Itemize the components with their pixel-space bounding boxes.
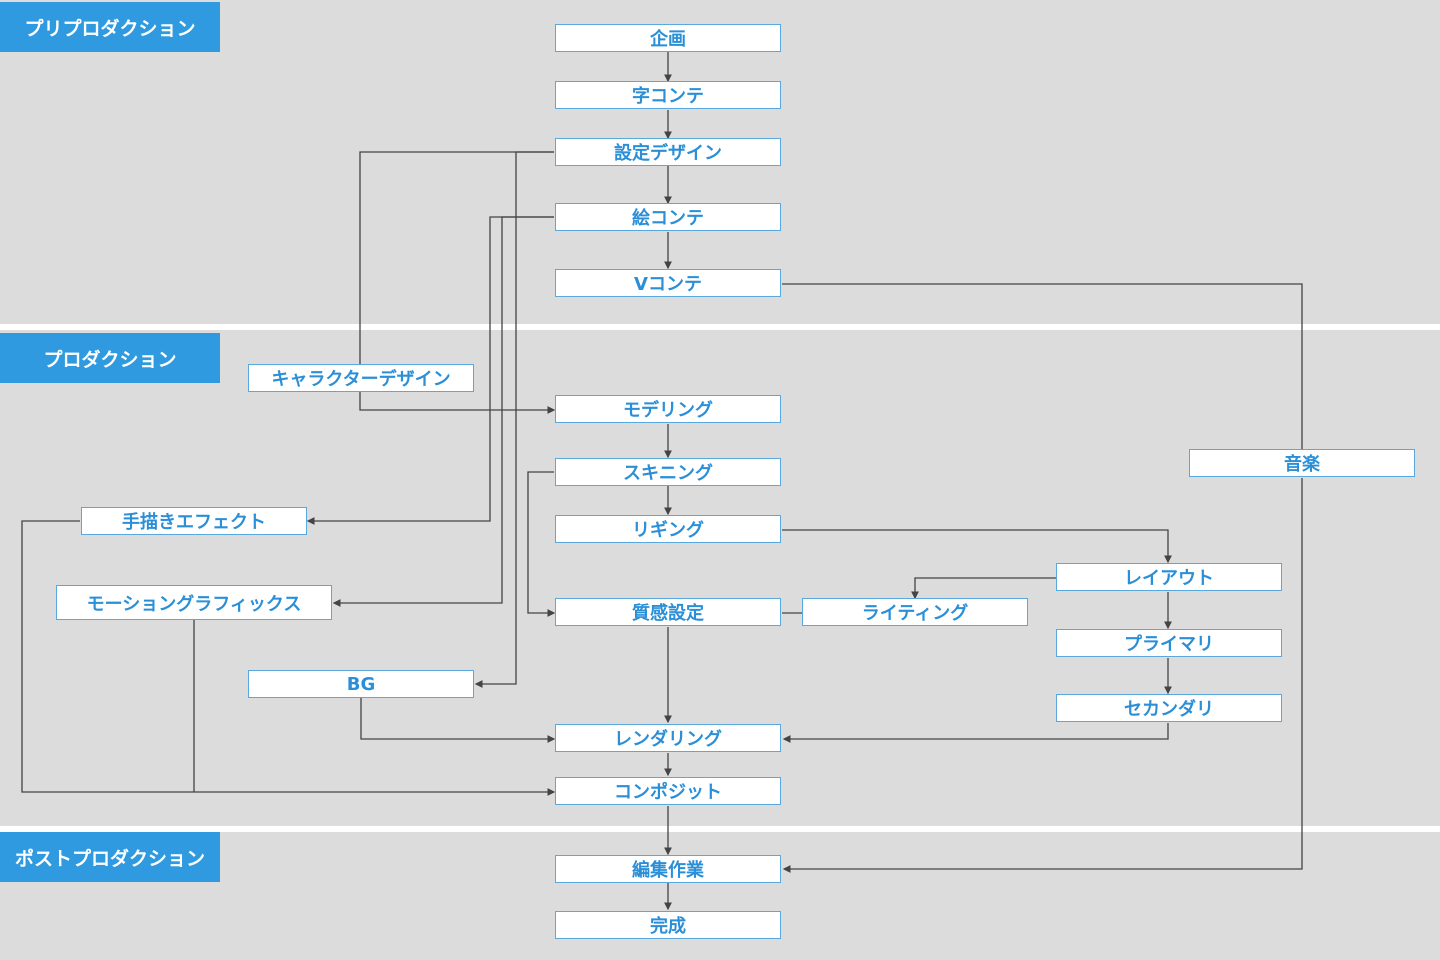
node-primary: プライマリ xyxy=(1056,629,1282,657)
node-vkonte: Vコンテ xyxy=(555,269,781,297)
edge-settei-down xyxy=(474,151,554,688)
node-modeling: モデリング xyxy=(555,395,781,423)
phase-label-preproduction: プリプロダクション xyxy=(0,2,220,52)
node-skinning: スキニング xyxy=(555,458,781,486)
edge-skinning-shitsukan xyxy=(527,471,556,617)
node-composite: コンポジット xyxy=(555,777,781,805)
node-ekonte: 絵コンテ xyxy=(555,203,781,231)
node-lighting: ライティング xyxy=(802,598,1028,626)
edge-bg-rendering xyxy=(360,698,556,743)
node-bg: BG xyxy=(248,670,474,698)
edge-ongaku-henshu xyxy=(782,478,1303,873)
edge-layout-lighting xyxy=(911,577,1056,600)
node-rigging: リギング xyxy=(555,515,781,543)
edge-vkonte-ongaku xyxy=(782,283,1303,449)
node-tegaki-effect: 手描きエフェクト xyxy=(81,507,307,535)
node-kikaku: 企画 xyxy=(555,24,781,52)
node-motion-graphics: モーショングラフィックス xyxy=(56,585,332,620)
edge-secondary-rendering xyxy=(782,723,1169,743)
node-shitsukan-settei: 質感設定 xyxy=(555,598,781,626)
node-jikonte: 字コンテ xyxy=(555,81,781,109)
phase-divider-2 xyxy=(0,826,1440,832)
node-ongaku: 音楽 xyxy=(1189,449,1415,477)
phase-divider-1 xyxy=(0,324,1440,330)
node-kansei: 完成 xyxy=(555,911,781,939)
edge-tegaki-composite xyxy=(21,520,556,796)
node-secondary: セカンダリ xyxy=(1056,694,1282,722)
phase-label-production: プロダクション xyxy=(0,333,220,383)
node-character-design: キャラクターデザイン xyxy=(248,364,474,392)
node-layout: レイアウト xyxy=(1056,563,1282,591)
node-rendering: レンダリング xyxy=(555,724,781,752)
edge-settei-character xyxy=(359,151,556,414)
node-settei-design: 設定デザイン xyxy=(555,138,781,166)
edge-rigging-layout xyxy=(782,529,1172,564)
phase-label-postproduction: ポストプロダクション xyxy=(0,832,220,882)
node-henshu: 編集作業 xyxy=(555,855,781,883)
edge-ekonte-motion xyxy=(332,216,554,607)
